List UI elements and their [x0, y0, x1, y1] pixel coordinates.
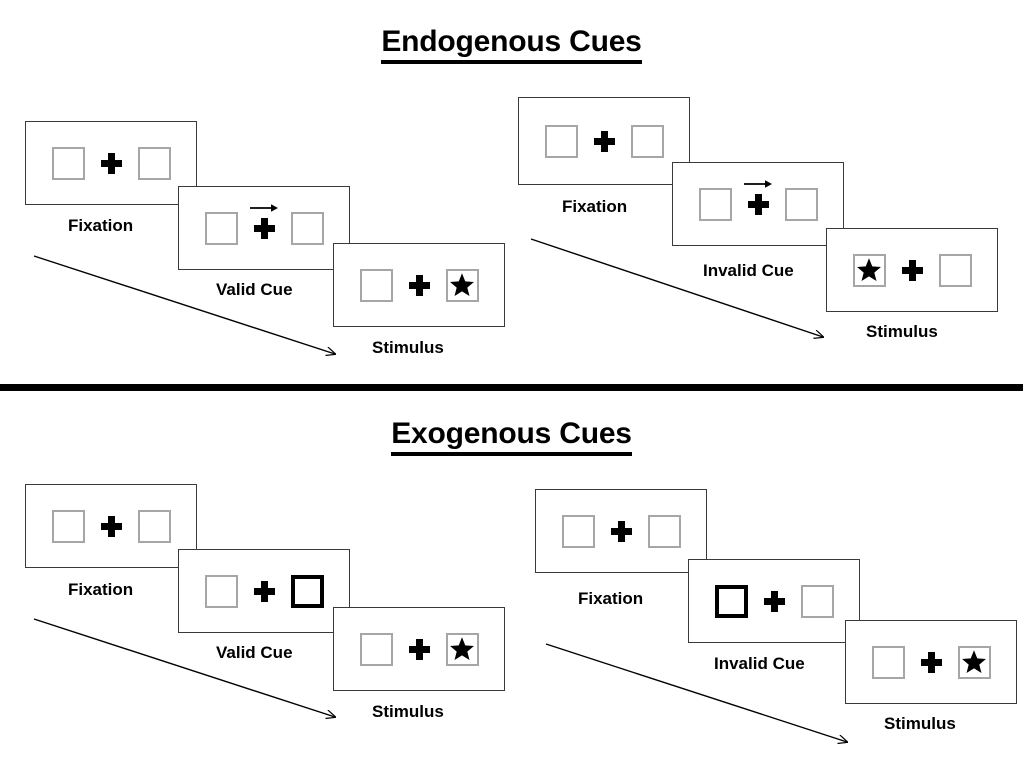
caption-exo-invalid-fixation: Fixation: [578, 589, 644, 608]
placeholder-box-left-cued: [714, 584, 748, 618]
fixation-cross-icon: [253, 580, 275, 602]
star-target-icon: [449, 272, 475, 298]
panel-content: [852, 253, 972, 287]
placeholder-box-right: [630, 124, 664, 158]
panel-exo-invalid-fixation[interactable]: [535, 489, 707, 573]
caption-exo-invalid-stimulus: Stimulus: [884, 714, 956, 733]
section-title-exogenous-text: Exogenous Cues: [391, 419, 632, 456]
panel-content: [544, 124, 664, 158]
panel-endo-invalid-stimulus[interactable]: [826, 228, 998, 312]
panel-exo-valid-cue[interactable]: [178, 549, 350, 633]
placeholder-box-right: [784, 187, 818, 221]
panel-content: [51, 146, 171, 180]
caption-endo-valid-stimulus: Stimulus: [372, 338, 444, 357]
fixation-cross-icon: [593, 130, 615, 152]
panel-content: [359, 632, 479, 666]
panel-endo-invalid-fixation[interactable]: [518, 97, 690, 185]
placeholder-box-right: [137, 509, 171, 543]
panel-content: [714, 584, 834, 618]
panel-content: [204, 203, 324, 245]
placeholder-box-right-with-target: [957, 645, 991, 679]
panel-endo-valid-cue[interactable]: [178, 186, 350, 270]
placeholder-box-left: [359, 632, 393, 666]
placeholder-box-left: [871, 645, 905, 679]
fixation-cross-icon: [250, 203, 278, 239]
panel-content: [51, 509, 171, 543]
placeholder-box-left: [204, 211, 238, 245]
placeholder-box-right: [938, 253, 972, 287]
star-target-icon: [856, 257, 882, 283]
time-flow-arrow-exogenous-invalid: [542, 638, 862, 753]
placeholder-box-right: [137, 146, 171, 180]
time-flow-arrow-endogenous-invalid: [527, 233, 837, 348]
section-title-endogenous: Endogenous Cues: [0, 27, 1023, 64]
caption-endo-invalid-stimulus: Stimulus: [866, 322, 938, 341]
placeholder-box-left: [561, 514, 595, 548]
panel-endo-valid-stimulus[interactable]: [333, 243, 505, 327]
panel-endo-valid-fixation[interactable]: [25, 121, 197, 205]
panel-content: [561, 514, 681, 548]
fixation-cross-icon: [408, 638, 430, 660]
fixation-cross-icon: [408, 274, 430, 296]
section-title-exogenous: Exogenous Cues: [0, 419, 1023, 456]
placeholder-box-left: [698, 187, 732, 221]
panel-exo-invalid-cue[interactable]: [688, 559, 860, 643]
star-target-icon: [449, 636, 475, 662]
caption-exo-valid-fixation: Fixation: [68, 580, 134, 599]
placeholder-box-right-cued: [290, 574, 324, 608]
fixation-cross-icon: [100, 152, 122, 174]
caption-exo-valid-cue: Valid Cue: [216, 643, 293, 662]
caption-endo-invalid-fixation: Fixation: [562, 197, 628, 216]
cue-arrow-right-icon: [743, 178, 773, 190]
placeholder-box-right-with-target: [445, 632, 479, 666]
placeholder-box-left-with-target: [852, 253, 886, 287]
placeholder-box-right: [800, 584, 834, 618]
panel-exo-valid-fixation[interactable]: [25, 484, 197, 568]
panel-content: [698, 179, 818, 221]
caption-exo-valid-stimulus: Stimulus: [372, 702, 444, 721]
placeholder-box-right: [647, 514, 681, 548]
fixation-cross-icon: [763, 590, 785, 612]
fixation-cross-icon: [610, 520, 632, 542]
panel-exo-valid-stimulus[interactable]: [333, 607, 505, 691]
caption-endo-valid-cue: Valid Cue: [216, 280, 293, 299]
star-target-icon: [961, 649, 987, 675]
panel-exo-invalid-stimulus[interactable]: [845, 620, 1017, 704]
placeholder-box-right-with-target: [445, 268, 479, 302]
fixation-cross-icon: [100, 515, 122, 537]
placeholder-box-left: [544, 124, 578, 158]
placeholder-box-left: [359, 268, 393, 302]
panel-endo-invalid-cue[interactable]: [672, 162, 844, 246]
placeholder-box-left: [51, 146, 85, 180]
fixation-cross-icon: [901, 259, 923, 281]
placeholder-box-right: [290, 211, 324, 245]
section-title-endogenous-text: Endogenous Cues: [381, 27, 642, 64]
caption-endo-valid-fixation: Fixation: [68, 216, 134, 235]
panel-content: [359, 268, 479, 302]
placeholder-box-left: [51, 509, 85, 543]
section-divider: [0, 384, 1023, 391]
placeholder-box-left: [204, 574, 238, 608]
caption-exo-invalid-cue: Invalid Cue: [714, 654, 805, 673]
fixation-cross-icon: [744, 179, 772, 215]
caption-endo-invalid-cue: Invalid Cue: [703, 261, 794, 280]
panel-content: [871, 645, 991, 679]
fixation-cross-icon: [920, 651, 942, 673]
panel-content: [204, 574, 324, 608]
cue-arrow-right-icon: [249, 202, 279, 214]
